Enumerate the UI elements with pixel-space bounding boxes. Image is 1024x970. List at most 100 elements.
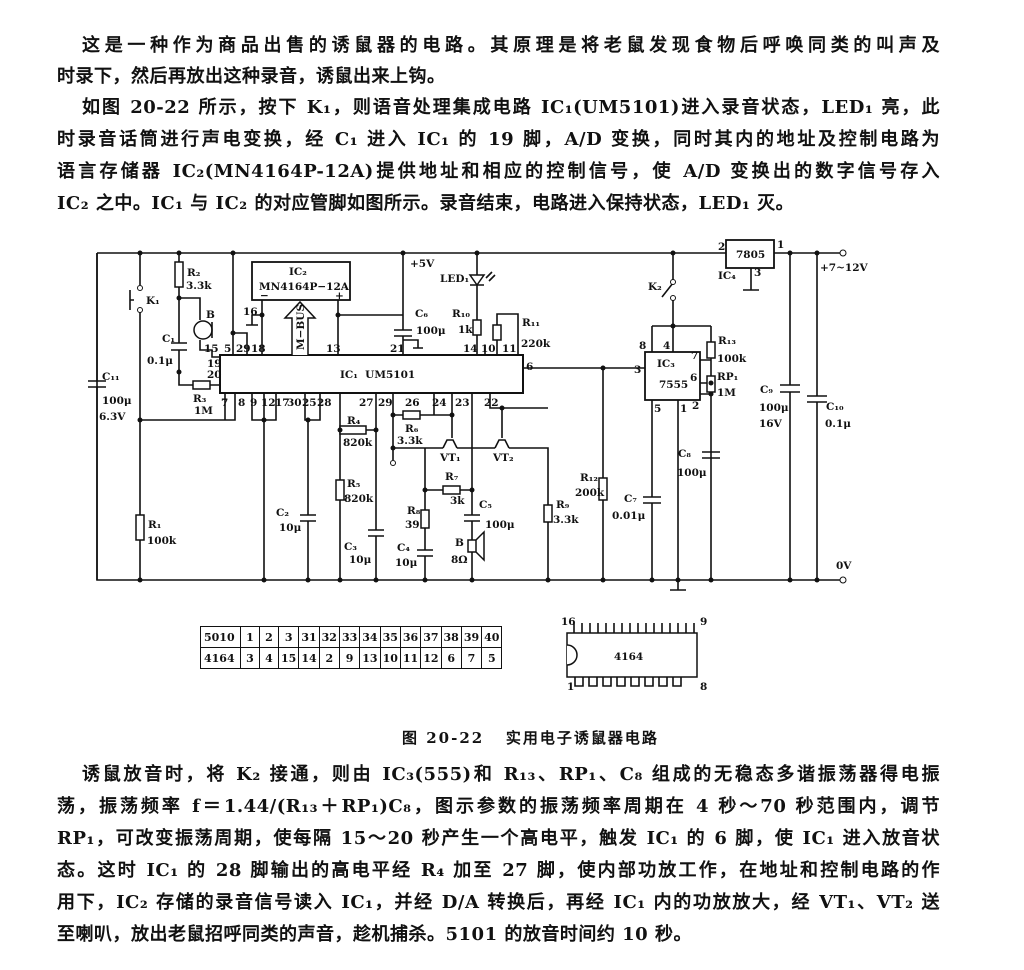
label: R₆	[405, 423, 419, 435]
switch-k1	[129, 253, 141, 580]
text-line: 至喇叭，放出老鼠招呼同类的声音，趁机捕杀。5101 的放音时间约 10 秒。	[57, 924, 692, 945]
label: VT₁	[439, 452, 461, 464]
table-cell: 2	[259, 626, 279, 648]
input-terminal	[839, 249, 847, 257]
resistor-r6	[402, 410, 421, 420]
label: C₈	[678, 448, 691, 460]
resistor-r5	[335, 479, 345, 501]
text-line: 荡，振荡频率 f＝1.44/(R₁₃＋RP₁)C₈，图示参数的振荡频率周期在 4…	[57, 796, 940, 817]
table-cell: 35	[379, 626, 401, 648]
pin-correspondence-table: 5010 1 2 3 31 32 33 34 35 36 37 38 39 40…	[200, 626, 503, 669]
label: 15	[204, 343, 219, 355]
label: VT₂	[492, 452, 514, 464]
label: 25	[302, 397, 317, 409]
label: C₁₁	[102, 371, 120, 383]
led1	[468, 274, 486, 287]
table-row: 4164 3 4 15 14 2 9 13 10 11 12 6 7 5	[200, 647, 503, 669]
label: 6.3V	[99, 411, 126, 423]
label: 17	[275, 397, 290, 409]
text-line: 语言存储器 IC₂(MN4164P-12A)提供地址和相应的控制信号，使 A/D…	[57, 161, 940, 182]
label: 1M	[717, 387, 736, 399]
label: 12	[261, 397, 276, 409]
table-cell: 4164	[200, 647, 241, 669]
label: C₃	[344, 541, 357, 553]
label: 0V	[836, 560, 852, 572]
ground-terminal	[839, 576, 847, 584]
table-cell: 7	[460, 647, 483, 669]
table-cell: 33	[338, 626, 361, 648]
label: +7~12V	[820, 262, 869, 274]
table-cell: 34	[359, 626, 381, 648]
resistor-r1	[135, 514, 145, 541]
label: 1	[680, 403, 687, 415]
terminal	[390, 460, 396, 466]
resistor-r8	[420, 509, 430, 529]
label: C₉	[760, 384, 773, 396]
table-cell: 38	[440, 626, 462, 648]
label: 8	[238, 397, 245, 409]
text-line: 这是一种作为商品出售的诱鼠器的电路。其原理是将老鼠发现食物后呼唤同类的叫声及	[82, 35, 940, 56]
microphone-b	[193, 320, 213, 340]
label: R₁₁	[522, 317, 540, 329]
chip-4164-pinout: 4164 16 9 1 8	[561, 616, 707, 693]
label: R₃	[193, 393, 207, 405]
resistor-r12	[598, 477, 608, 501]
chip-label: 4164	[614, 651, 643, 663]
label: 10μ	[279, 522, 302, 534]
text-line: 如图 20-22 所示，按下 K₁，则语音处理集成电路 IC₁(UM5101)进…	[82, 97, 940, 118]
label: 16	[243, 306, 258, 318]
label: 30	[287, 397, 302, 409]
label: 18	[251, 343, 266, 355]
label: R₄	[347, 415, 361, 427]
label: R₉	[556, 499, 570, 511]
table-cell: 39	[460, 626, 483, 648]
text-line: 态。这时 IC₁ 的 28 脚输出的高电平经 R₄ 加至 27 脚，使内部功放工…	[57, 860, 940, 881]
component-labels: K₁ R₂ 3.3k B C₁ 0.1μ R₃ 1M C₁₁ 100μ 6.3V…	[99, 239, 869, 572]
switch-k2	[651, 253, 712, 352]
label: 11	[502, 343, 517, 355]
junction-dots	[137, 250, 820, 583]
label: 4	[663, 340, 670, 352]
label: 28	[317, 397, 332, 409]
label: 100μ	[677, 467, 707, 479]
text-line: 时录音话筒进行声电变换，经 C₁ 进入 IC₁ 的 19 脚，A/D 变换，同时…	[57, 129, 940, 150]
ic2-mn4164	[251, 261, 351, 301]
resistor-r11	[492, 324, 502, 341]
table-cell: 4	[259, 647, 279, 669]
label: MN4164P−12A	[259, 281, 350, 293]
table-cell: 11	[399, 647, 422, 669]
text-line: 用下，IC₂ 存储的录音信号读入 IC₁，并经 D/A 转换后，再经 IC₁ 内…	[57, 892, 940, 913]
label: R₁₂	[580, 472, 598, 484]
label: 1k	[458, 324, 473, 336]
table-cell: 32	[318, 626, 340, 648]
label: K₂	[648, 281, 662, 293]
label: 3	[634, 364, 641, 376]
resistor-r10	[472, 319, 482, 336]
label: 3.3k	[186, 280, 212, 292]
table-cell: 36	[399, 626, 422, 648]
label: R₅	[347, 478, 361, 490]
table-cell: 5	[481, 647, 503, 669]
label: 3.3k	[553, 514, 579, 526]
label: 22	[484, 397, 499, 409]
label: C₁	[162, 333, 175, 345]
table-cell: 3	[277, 626, 300, 648]
table-cell: 15	[277, 647, 300, 669]
label: 14	[463, 343, 478, 355]
text-line: 诱鼠放音时，将 K₂ 接通，则由 IC₃(555)和 R₁₃、RP₁、C₈ 组成…	[82, 764, 940, 785]
label: 5	[224, 343, 231, 355]
table-cell: 6	[440, 647, 462, 669]
label: 8Ω	[451, 554, 468, 566]
label: 3	[754, 267, 761, 279]
label: 20	[207, 369, 222, 381]
label: 9	[250, 397, 257, 409]
label: IC₂	[289, 266, 307, 278]
label: 7	[691, 350, 698, 362]
label: 19	[207, 358, 222, 370]
speaker-icon	[467, 530, 485, 562]
resistor-r7	[442, 485, 461, 495]
label: C₄	[397, 542, 410, 554]
label: 100μ	[416, 325, 446, 337]
label: C₆	[415, 308, 428, 320]
label: 16V	[759, 418, 783, 430]
